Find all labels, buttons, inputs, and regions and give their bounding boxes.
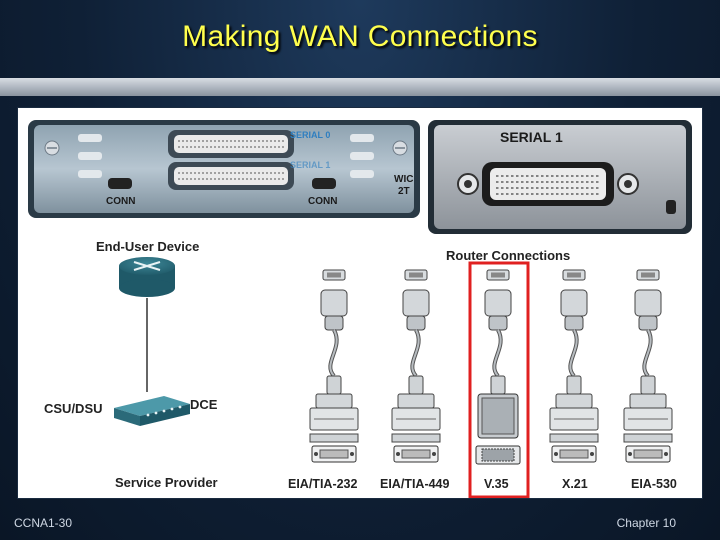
router-icon	[119, 257, 175, 297]
cable-4	[549, 269, 599, 463]
cable-3	[475, 269, 521, 465]
cable-label-eia-tia-232: EIA/TIA-232	[288, 477, 358, 491]
serial1-photo-label: SERIAL 1	[500, 129, 563, 145]
end-user-device-label: End-User Device	[96, 239, 199, 254]
serial1-label: SERIAL 1	[290, 160, 330, 170]
csu-dsu-icon	[114, 396, 190, 426]
content-panel: SERIAL 0 SERIAL 1 CONN CONN WIC 2T SERIA…	[18, 108, 702, 499]
wan-figure: SERIAL 0 SERIAL 1 CONN CONN WIC 2T SERIA…	[28, 120, 692, 499]
conn-left-label: CONN	[106, 196, 135, 207]
v35-highlight-box	[468, 261, 530, 499]
footer-chapter: Chapter 10	[616, 516, 676, 530]
cable-labels: EIA/TIA-232 EIA/TIA-449 V.35 X.21 EIA-53…	[288, 477, 677, 491]
footer-slide-number: CCNA1-30	[14, 516, 73, 530]
cable-label-eia-530: EIA-530	[631, 477, 677, 491]
slide-title: Making WAN Connections	[182, 20, 538, 53]
dce-label: DCE	[190, 397, 218, 412]
network-diagram: End-User Device	[44, 239, 218, 490]
cable-label-x21: X.21	[562, 477, 588, 491]
serial0-label: SERIAL 0	[290, 130, 330, 140]
router-connections-label: Router Connections	[446, 248, 570, 263]
title-divider-band	[0, 78, 720, 96]
cable-row	[309, 269, 673, 465]
cable-label-eia-tia-449: EIA/TIA-449	[380, 477, 450, 491]
service-provider-label: Service Provider	[115, 475, 218, 490]
cable-1	[309, 269, 359, 463]
cable-5	[623, 269, 673, 463]
wic-2t-photo: SERIAL 0 SERIAL 1 CONN CONN WIC 2T	[28, 120, 420, 218]
csu-dsu-label: CSU/DSU	[44, 401, 103, 416]
wic-label: WIC	[394, 174, 413, 185]
cable-2	[391, 269, 441, 463]
wic-model-label: 2T	[398, 186, 410, 197]
cable-label-v35: V.35	[484, 477, 509, 491]
serial-port-photo: SERIAL 1	[428, 120, 692, 234]
conn-right-label: CONN	[308, 196, 337, 207]
